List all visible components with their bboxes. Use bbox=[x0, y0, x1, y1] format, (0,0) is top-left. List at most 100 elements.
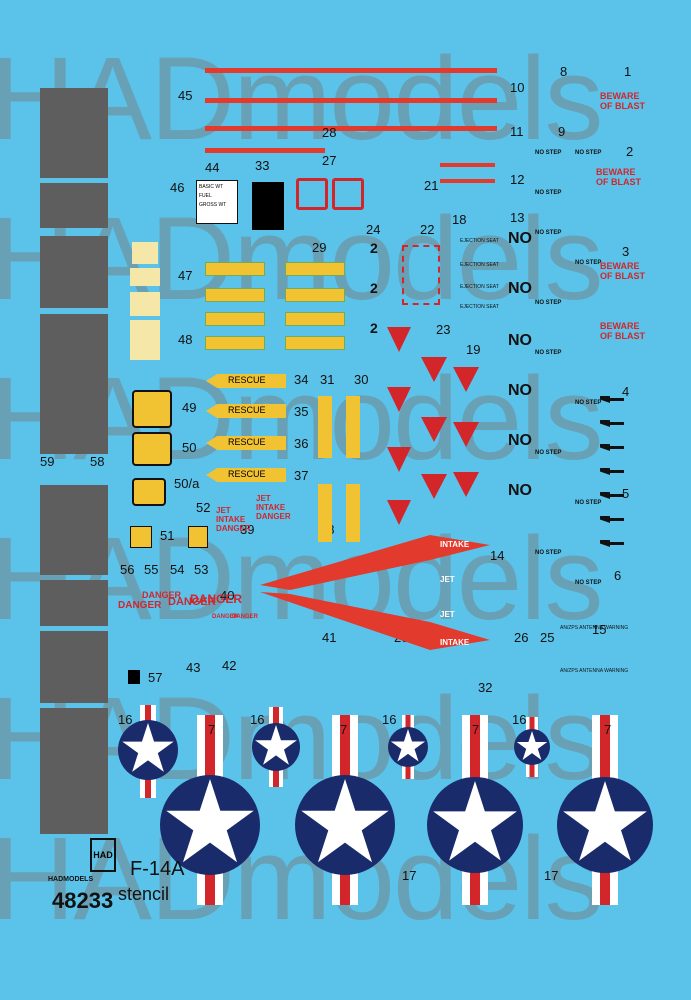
callout-42: 42 bbox=[222, 658, 237, 673]
callout-45: 45 bbox=[178, 88, 193, 103]
red-triangle bbox=[387, 327, 411, 352]
callout-27: 27 bbox=[322, 153, 337, 168]
callout-10: 10 bbox=[510, 80, 525, 95]
aircraft-name: F-14A bbox=[130, 858, 185, 880]
large-roundel bbox=[295, 715, 395, 905]
callout-16: 16 bbox=[250, 712, 265, 727]
weight-placard: BASIC WT FUEL GROSS WT bbox=[196, 180, 238, 224]
yellow-panel bbox=[285, 312, 345, 326]
no-step-label: NO STEP bbox=[575, 400, 602, 406]
callout-17: 17 bbox=[544, 868, 559, 883]
cream-panel bbox=[130, 268, 160, 286]
red-rescue-marker bbox=[332, 178, 364, 210]
black-arrow bbox=[600, 492, 624, 499]
jet-intake-danger-label: JET INTAKE DANGER bbox=[216, 506, 251, 533]
black-arrow bbox=[600, 396, 624, 403]
yellow-plaque bbox=[318, 484, 332, 542]
callout-15: 15 bbox=[592, 622, 607, 637]
rescue-label: RESCUE bbox=[228, 437, 266, 447]
cream-panel bbox=[130, 320, 160, 360]
callout-5: 5 bbox=[622, 486, 630, 501]
callout-55: 55 bbox=[144, 562, 159, 577]
yellow-panel bbox=[285, 336, 345, 350]
red-stripe bbox=[205, 98, 497, 103]
no-step-label: NO STEP bbox=[535, 450, 562, 456]
red-stripe bbox=[205, 148, 325, 153]
ejection-seat-label: EJECTION SEAT bbox=[460, 238, 499, 244]
red-chevron-upper bbox=[260, 535, 490, 590]
ejection-seat-label: EJECTION SEAT bbox=[460, 284, 499, 290]
callout-37: 37 bbox=[294, 468, 309, 483]
small-roundel bbox=[118, 705, 178, 798]
callout-2: 2 bbox=[626, 144, 634, 159]
no-step-label: NO STEP bbox=[535, 230, 562, 236]
callout-57: 57 bbox=[148, 670, 163, 685]
no-step-big: NO bbox=[508, 280, 532, 297]
danger-label: DANGER bbox=[190, 592, 243, 606]
intake-label: INTAKE bbox=[440, 540, 470, 549]
callout-21: 21 bbox=[424, 178, 439, 193]
callout-53: 53 bbox=[194, 562, 209, 577]
red-triangle bbox=[387, 447, 411, 472]
red-triangle bbox=[387, 387, 411, 412]
yellow-placard bbox=[132, 432, 172, 466]
yellow-placard bbox=[130, 526, 152, 548]
danger-label: DANGER bbox=[118, 600, 162, 611]
callout-34: 34 bbox=[294, 372, 309, 387]
jet-label: JET bbox=[440, 575, 455, 584]
rescue-label: RESCUE bbox=[228, 375, 266, 385]
callout-18: 18 bbox=[452, 212, 467, 227]
callout-16: 16 bbox=[382, 712, 397, 727]
callout-36: 36 bbox=[294, 436, 309, 451]
black-arrow bbox=[600, 444, 624, 451]
red-chevron-lower bbox=[260, 592, 490, 650]
yellow-panel bbox=[205, 262, 265, 276]
grey-panel bbox=[40, 580, 108, 626]
antenna-warning-label: AN/ZPS ANTENNA WARNING bbox=[560, 668, 629, 674]
red-rescue-marker bbox=[296, 178, 328, 210]
callout-56: 56 bbox=[120, 562, 135, 577]
black-tag bbox=[128, 670, 140, 684]
callout-48: 48 bbox=[178, 332, 193, 347]
yellow-placard bbox=[132, 390, 172, 428]
beware-label: BEWARE OF BLAST bbox=[596, 167, 641, 187]
no-step-label: NO STEP bbox=[535, 150, 562, 156]
grey-panel bbox=[40, 314, 108, 454]
callout-17: 17 bbox=[402, 868, 417, 883]
red-stripe bbox=[440, 163, 495, 167]
callout-31: 31 bbox=[320, 372, 335, 387]
callout-28: 28 bbox=[322, 125, 337, 140]
callout-29: 29 bbox=[312, 240, 327, 255]
red-triangle-group bbox=[387, 327, 479, 525]
grey-panel bbox=[40, 183, 108, 228]
callout-6: 6 bbox=[614, 568, 622, 583]
callout-22: 22 bbox=[420, 222, 435, 237]
callout-26: 26 bbox=[514, 630, 529, 645]
large-roundel bbox=[427, 715, 523, 905]
callout-4: 4 bbox=[622, 384, 630, 399]
yellow-plaque bbox=[346, 484, 360, 542]
callout-24: 24 bbox=[366, 222, 381, 237]
black-arrow bbox=[600, 468, 624, 475]
intake-chevrons bbox=[260, 535, 490, 650]
danger-label: DANGER bbox=[212, 614, 239, 620]
jet-label: JET bbox=[440, 610, 455, 619]
callout-32: 32 bbox=[478, 680, 493, 695]
callout-33: 33 bbox=[255, 158, 270, 173]
callout-46: 46 bbox=[170, 180, 185, 195]
rescue-arrow bbox=[206, 404, 286, 418]
basic-wt-label: BASIC WT bbox=[199, 184, 224, 190]
callout-7: 7 bbox=[340, 722, 348, 737]
no-step-big: NO bbox=[508, 482, 532, 499]
danger-label: DANGER bbox=[168, 596, 216, 608]
digit-2: 2 bbox=[370, 240, 378, 256]
no-step-label: NO STEP bbox=[575, 500, 602, 506]
intake-label: INTAKE bbox=[440, 638, 470, 647]
callout-8: 8 bbox=[560, 64, 568, 79]
ejection-seat-label: EJECTION SEAT bbox=[460, 262, 499, 268]
cream-panel bbox=[132, 242, 158, 264]
ejection-seat-label: EJECTION SEAT bbox=[460, 304, 499, 310]
red-triangle bbox=[421, 417, 447, 442]
no-step-big: NO bbox=[508, 382, 532, 399]
grey-panel bbox=[40, 236, 108, 308]
